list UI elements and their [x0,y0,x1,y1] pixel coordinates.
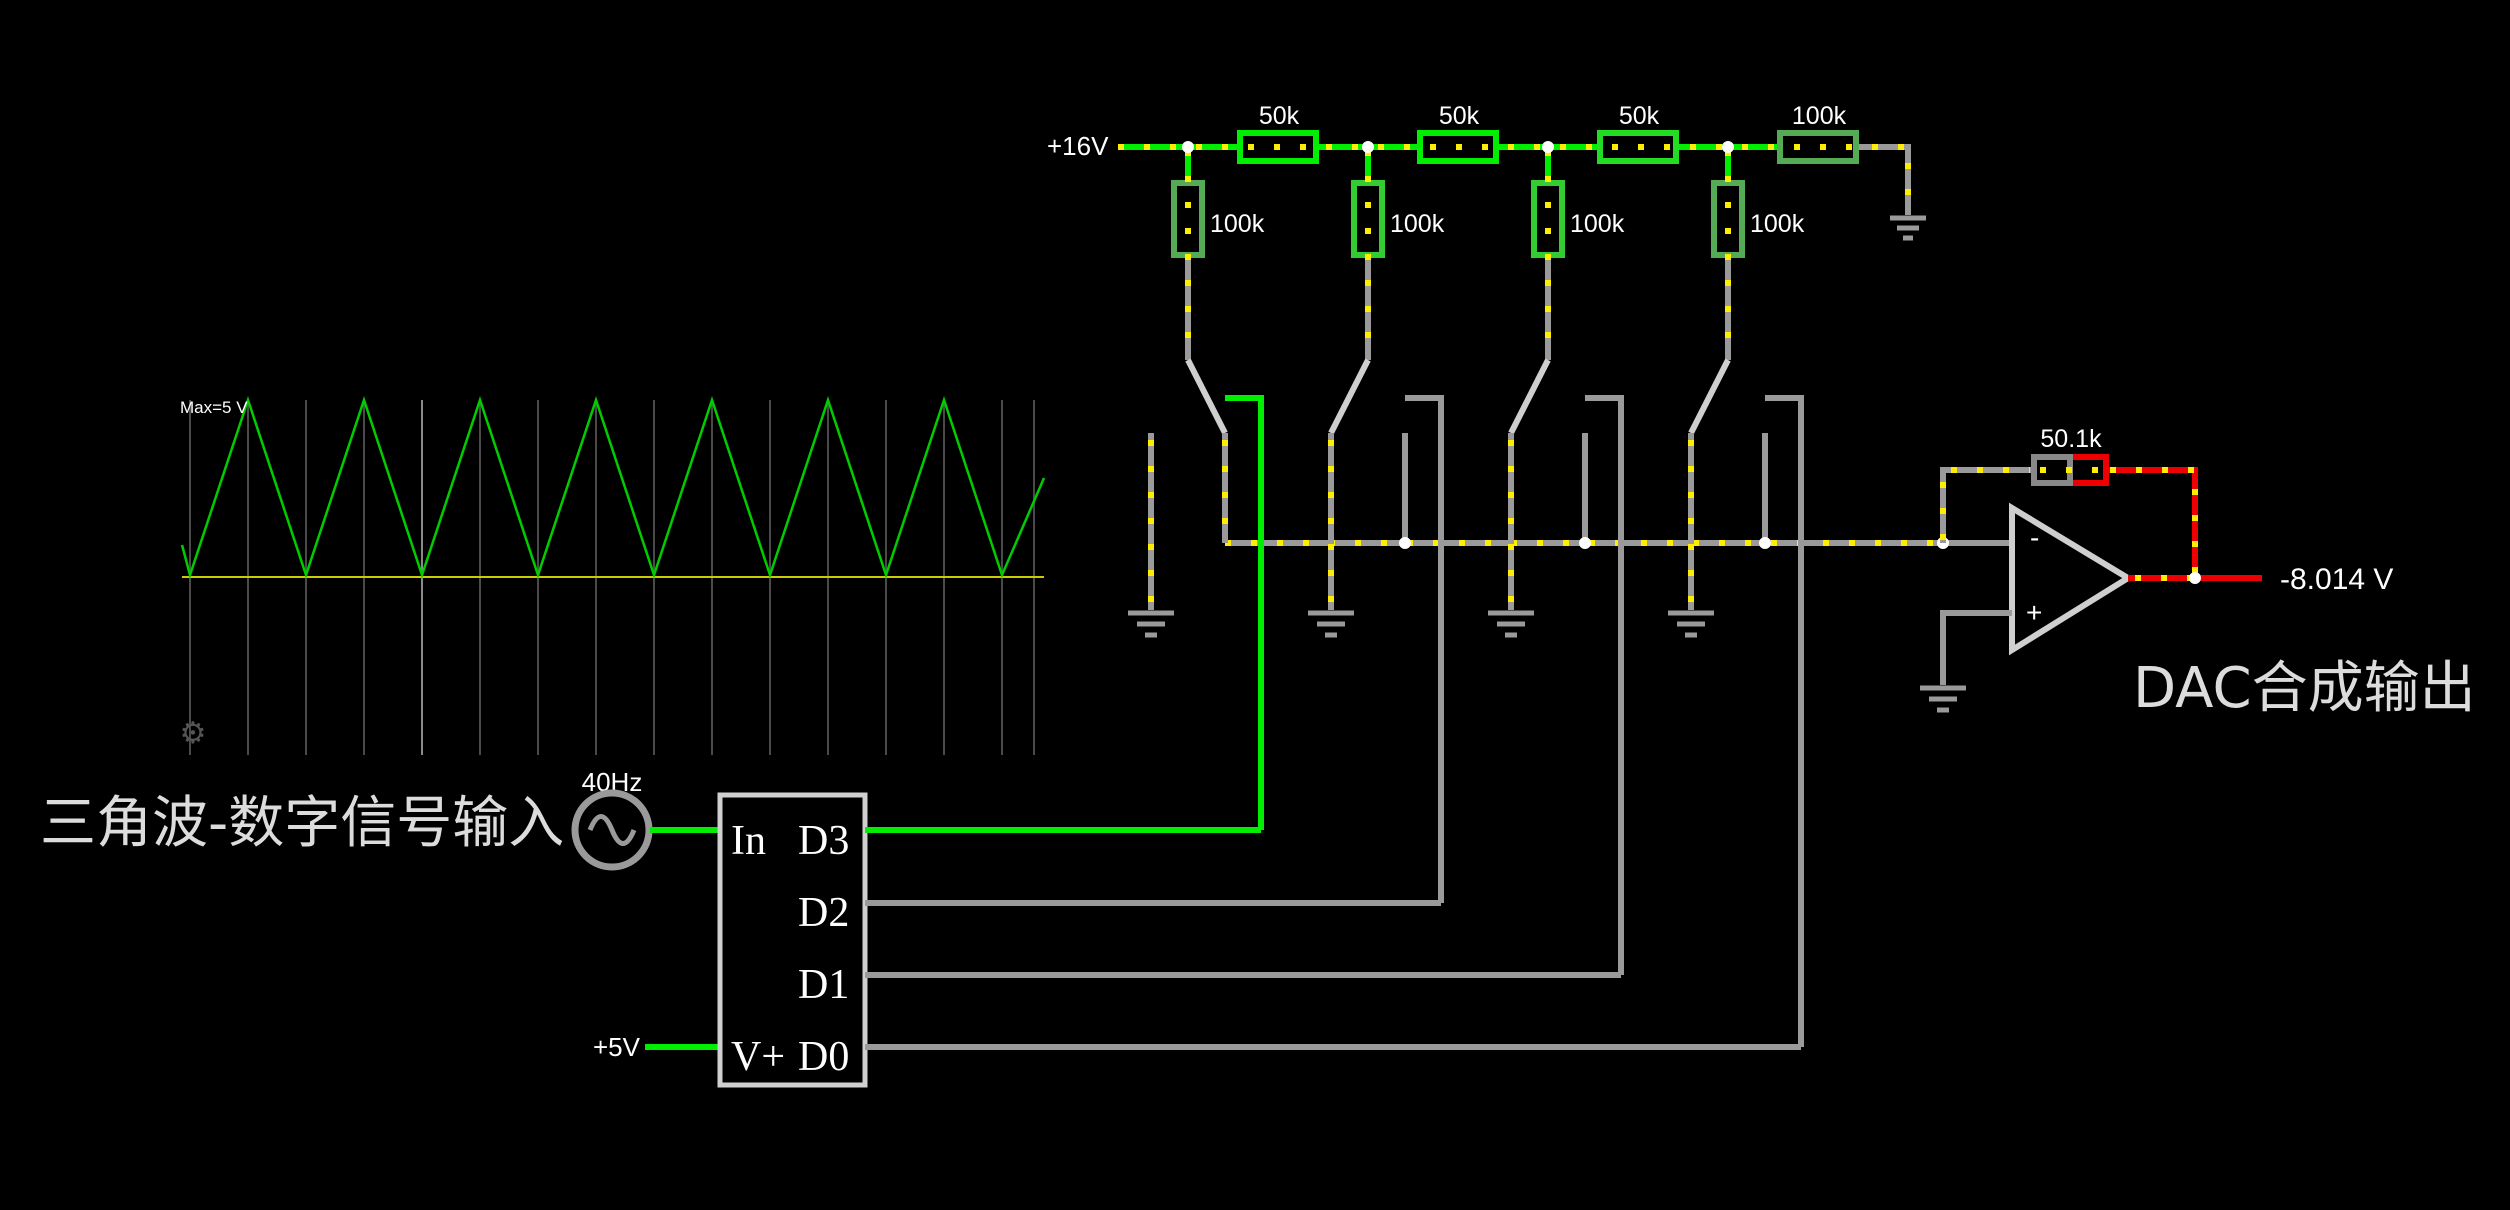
chip-pin-d2: D2 [798,890,849,936]
input-label: 三角波-数字信号输入 [40,791,564,856]
shunt-leg: 100k [1351,141,1445,360]
scope-trace [180,396,1046,580]
shunt-resistor-label: 100k [1210,210,1265,238]
input-stage: 三角波-数字信号输入 40Hz +5V In V+ D3 D2 D1 D0 [40,767,1801,1088]
chip-pin-in: In [731,818,766,864]
adc-chip[interactable] [717,792,868,1088]
scope-max-label: Max=5 V [180,398,248,417]
sine-wave-icon [587,814,637,846]
shunt-resistor[interactable] [1711,180,1745,258]
feedback-return-wire[interactable] [2106,467,2198,578]
output-voltage: -8.014 V [2280,563,2393,596]
resistor-ladder: +16V 50k 50k 50k 100k 100k [1047,102,1926,360]
series-resistor[interactable] [1237,130,1319,164]
switch-d1[interactable] [1488,358,1624,975]
opamp-minus-label: - [2030,522,2039,553]
switch-d3[interactable] [1128,358,1264,830]
current-dots [1118,144,1911,210]
chip-pin-d1: D1 [798,962,849,1008]
opamp-stage: 50.1k - + -8.014 V DAC合成输出 [1920,425,2476,721]
chip-pin-d3: D3 [798,818,849,864]
opamp-plus-label: + [2026,597,2042,628]
series-resistor[interactable] [1777,130,1859,164]
ground-symbol [1890,215,1926,241]
series-resistor-label: 50k [1619,102,1660,130]
chip-pin-d0: D0 [798,1034,849,1080]
switch-d2[interactable] [1308,358,1444,903]
analog-switches [1128,358,2008,1047]
shunt-leg: 100k [1711,141,1805,360]
shunt-resistor[interactable] [1351,180,1385,258]
shunt-resistor-label: 100k [1570,210,1625,238]
series-resistor-label: 50k [1259,102,1300,130]
ground-symbol [1920,685,1966,713]
gear-icon[interactable]: ⚙ [180,716,207,751]
shunt-resistor[interactable] [1531,180,1565,258]
series-resistor[interactable] [1597,130,1679,164]
chip-supply-label: +5V [593,1032,641,1062]
shunt-resistor-label: 100k [1750,210,1805,238]
ac-source[interactable] [571,789,653,871]
shunt-resistor-label: 100k [1390,210,1445,238]
switch-d0[interactable] [1668,358,1804,1047]
shunt-leg: 100k [1171,141,1265,360]
series-resistor[interactable] [1417,130,1499,164]
series-resistor-label: 100k [1792,102,1847,130]
feedback-resistor-label: 50.1k [2040,425,2102,453]
oscilloscope[interactable]: Max=5 V ⚙ [180,396,1046,755]
ac-source-icon [571,789,653,871]
shunt-leg: 100k [1531,141,1625,360]
supply-label: +16V [1047,131,1109,161]
output-label: DAC合成输出 [2133,656,2476,721]
opamp[interactable] [2009,502,2134,656]
series-resistor-label: 50k [1439,102,1480,130]
shunt-resistor[interactable] [1171,180,1205,258]
chip-pin-vplus: V+ [731,1034,785,1080]
rail-to-ground-wire[interactable] [1858,144,1911,215]
